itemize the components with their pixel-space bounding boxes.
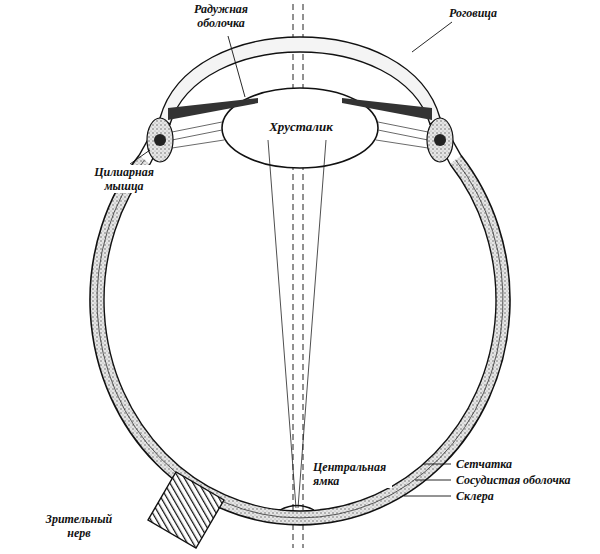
leader-line <box>412 22 452 52</box>
leader-line <box>130 150 150 164</box>
leader-line <box>404 496 451 497</box>
choroid-line <box>97 160 503 518</box>
ciliary-label: Цилиарная мышца <box>86 165 162 193</box>
iris <box>342 98 432 120</box>
fovea-label: Центральная ямка <box>312 460 392 488</box>
lens-label: Хрусталик <box>255 120 347 134</box>
retina-line <box>104 164 496 511</box>
sclera-line <box>90 155 510 525</box>
visual-axis <box>303 4 304 548</box>
eye-wall <box>97 160 503 518</box>
ciliary-muscle <box>434 134 446 146</box>
leader-line <box>415 480 451 481</box>
leader-line <box>228 36 245 97</box>
sclera-label: Склера <box>455 489 495 503</box>
leader-line <box>423 464 451 465</box>
cornea-label: Роговица <box>448 6 498 20</box>
light-ray <box>268 140 326 508</box>
optic-nerve-label: Зрительный нерв <box>38 512 120 540</box>
iris <box>168 98 258 120</box>
ciliary-body <box>427 118 453 162</box>
fovea <box>280 506 314 511</box>
ciliary-muscle <box>154 134 166 146</box>
iris-label: Радужная оболочка <box>180 2 262 30</box>
optic-nerve <box>148 472 224 548</box>
retina-label: Сетчатка <box>455 457 513 471</box>
ciliary-body <box>147 118 173 162</box>
choroid-label: Сосудистая оболочка <box>455 473 572 487</box>
